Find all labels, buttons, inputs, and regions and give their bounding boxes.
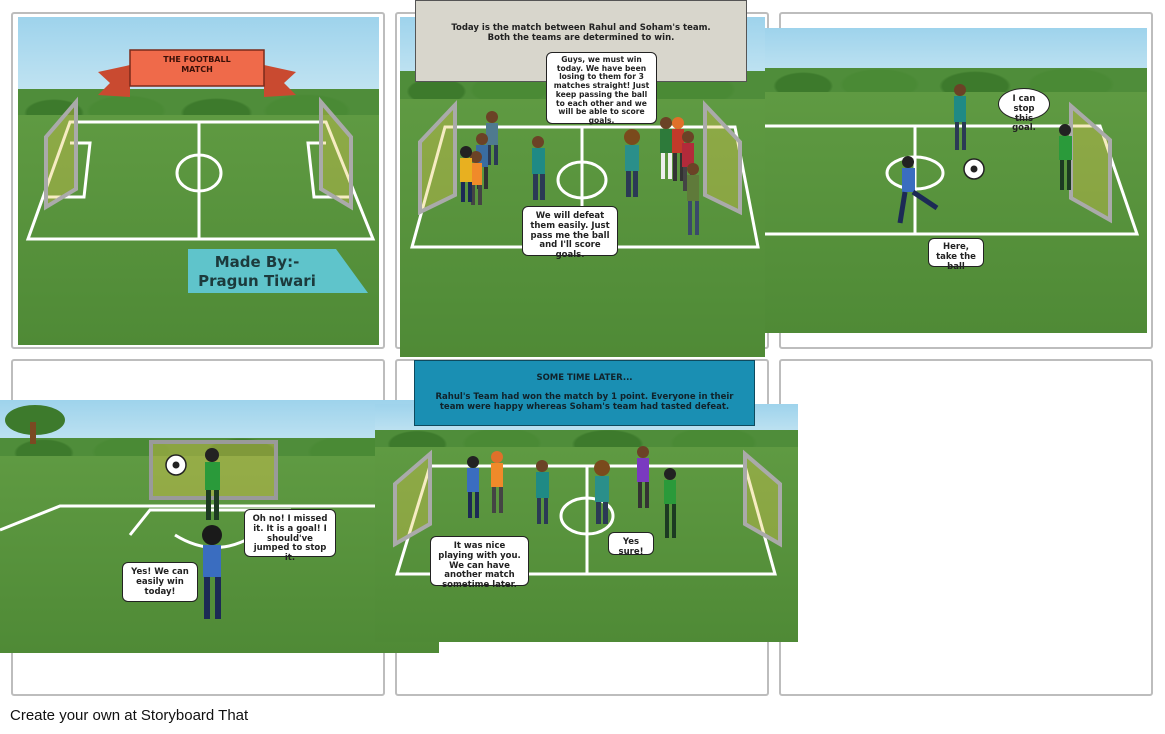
speech-bubble-nice: It was nice playing with you. We can hav… bbox=[430, 536, 529, 590]
speech-bubble-top: Guys, we must win today. We have been lo… bbox=[546, 52, 657, 125]
players bbox=[467, 446, 676, 538]
panel-4-scene bbox=[0, 400, 439, 653]
football-field bbox=[410, 99, 760, 249]
credit-line-2: Pragun Tiwari bbox=[198, 272, 316, 290]
players bbox=[202, 448, 222, 619]
player bbox=[486, 111, 498, 165]
credit-banner bbox=[188, 249, 368, 293]
speech-bubble-pass: Here, take the ball bbox=[928, 238, 984, 271]
speech-bubble-sure: Yes sure! bbox=[608, 532, 654, 557]
caption-title: SOME TIME LATER... bbox=[536, 373, 633, 383]
panel-1-scene: THE FOOTBALL MATCH Made By:- Pragun Tiwa… bbox=[18, 17, 379, 345]
credit-line-1: Made By:- bbox=[214, 253, 300, 271]
players-left-team bbox=[460, 111, 545, 205]
players bbox=[897, 84, 1072, 224]
football-field bbox=[25, 96, 376, 241]
panel-5-caption: SOME TIME LATER... Rahul's Team had won … bbox=[414, 360, 755, 426]
speech-bubble-bottom: We will defeat them easily. Just pass me… bbox=[522, 206, 618, 260]
speech-bubble-goalie: I can stop this goal. bbox=[998, 88, 1050, 133]
players-right-team bbox=[624, 117, 699, 235]
caption-text: Today is the match between Rahul and Soh… bbox=[451, 23, 711, 43]
caption-text: Rahul's Team had won the match by 1 poin… bbox=[435, 392, 734, 413]
panel-frame-6 bbox=[779, 359, 1153, 696]
banner-ribbon bbox=[98, 49, 296, 97]
speech-bubble-win: Yes! We can easily win today! bbox=[122, 562, 198, 602]
panel-5-scene bbox=[375, 404, 798, 642]
speech-bubble-missed: Oh no! I missed it. It is a goal! I shou… bbox=[244, 509, 336, 563]
panel-3-scene bbox=[765, 28, 1147, 333]
title-banner-text: THE FOOTBALL MATCH bbox=[163, 55, 231, 74]
footer-link[interactable]: Create your own at Storyboard That bbox=[10, 707, 249, 724]
